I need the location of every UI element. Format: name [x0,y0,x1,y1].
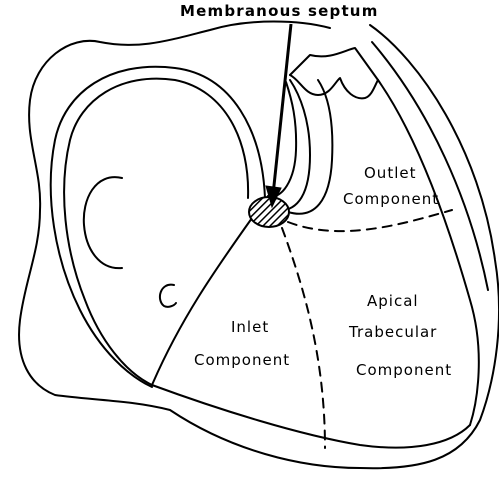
apical-label: Apical [367,294,419,309]
papillary-muscle-small [160,285,176,307]
membranous-septum-patch [249,197,289,227]
membranous-septum-arrow-shaft [273,24,291,195]
pulmonary-trunk [290,48,378,80]
papillary-muscle-large [84,177,122,268]
heart-outer-outline [19,22,499,469]
left-ventricle-outer-wall [64,79,248,385]
outlet-label: Outlet [364,166,416,181]
pulmonary-valve-leaflets [290,75,378,98]
inlet-component-label: Component [194,353,290,368]
left-ventricle-inner-wall [51,67,265,387]
membranous-septum-label: Membranous septum [180,4,379,19]
apical-component-label: Component [356,363,452,378]
outlet-apical-dashed-line [288,210,452,231]
apical-trabecular-label: Trabecular [349,325,437,340]
inlet-apical-dashed-line [282,228,325,448]
inlet-label: Inlet [231,320,269,335]
ventricle-floor-curve [152,385,470,448]
outlet-component-label: Component [343,192,439,207]
